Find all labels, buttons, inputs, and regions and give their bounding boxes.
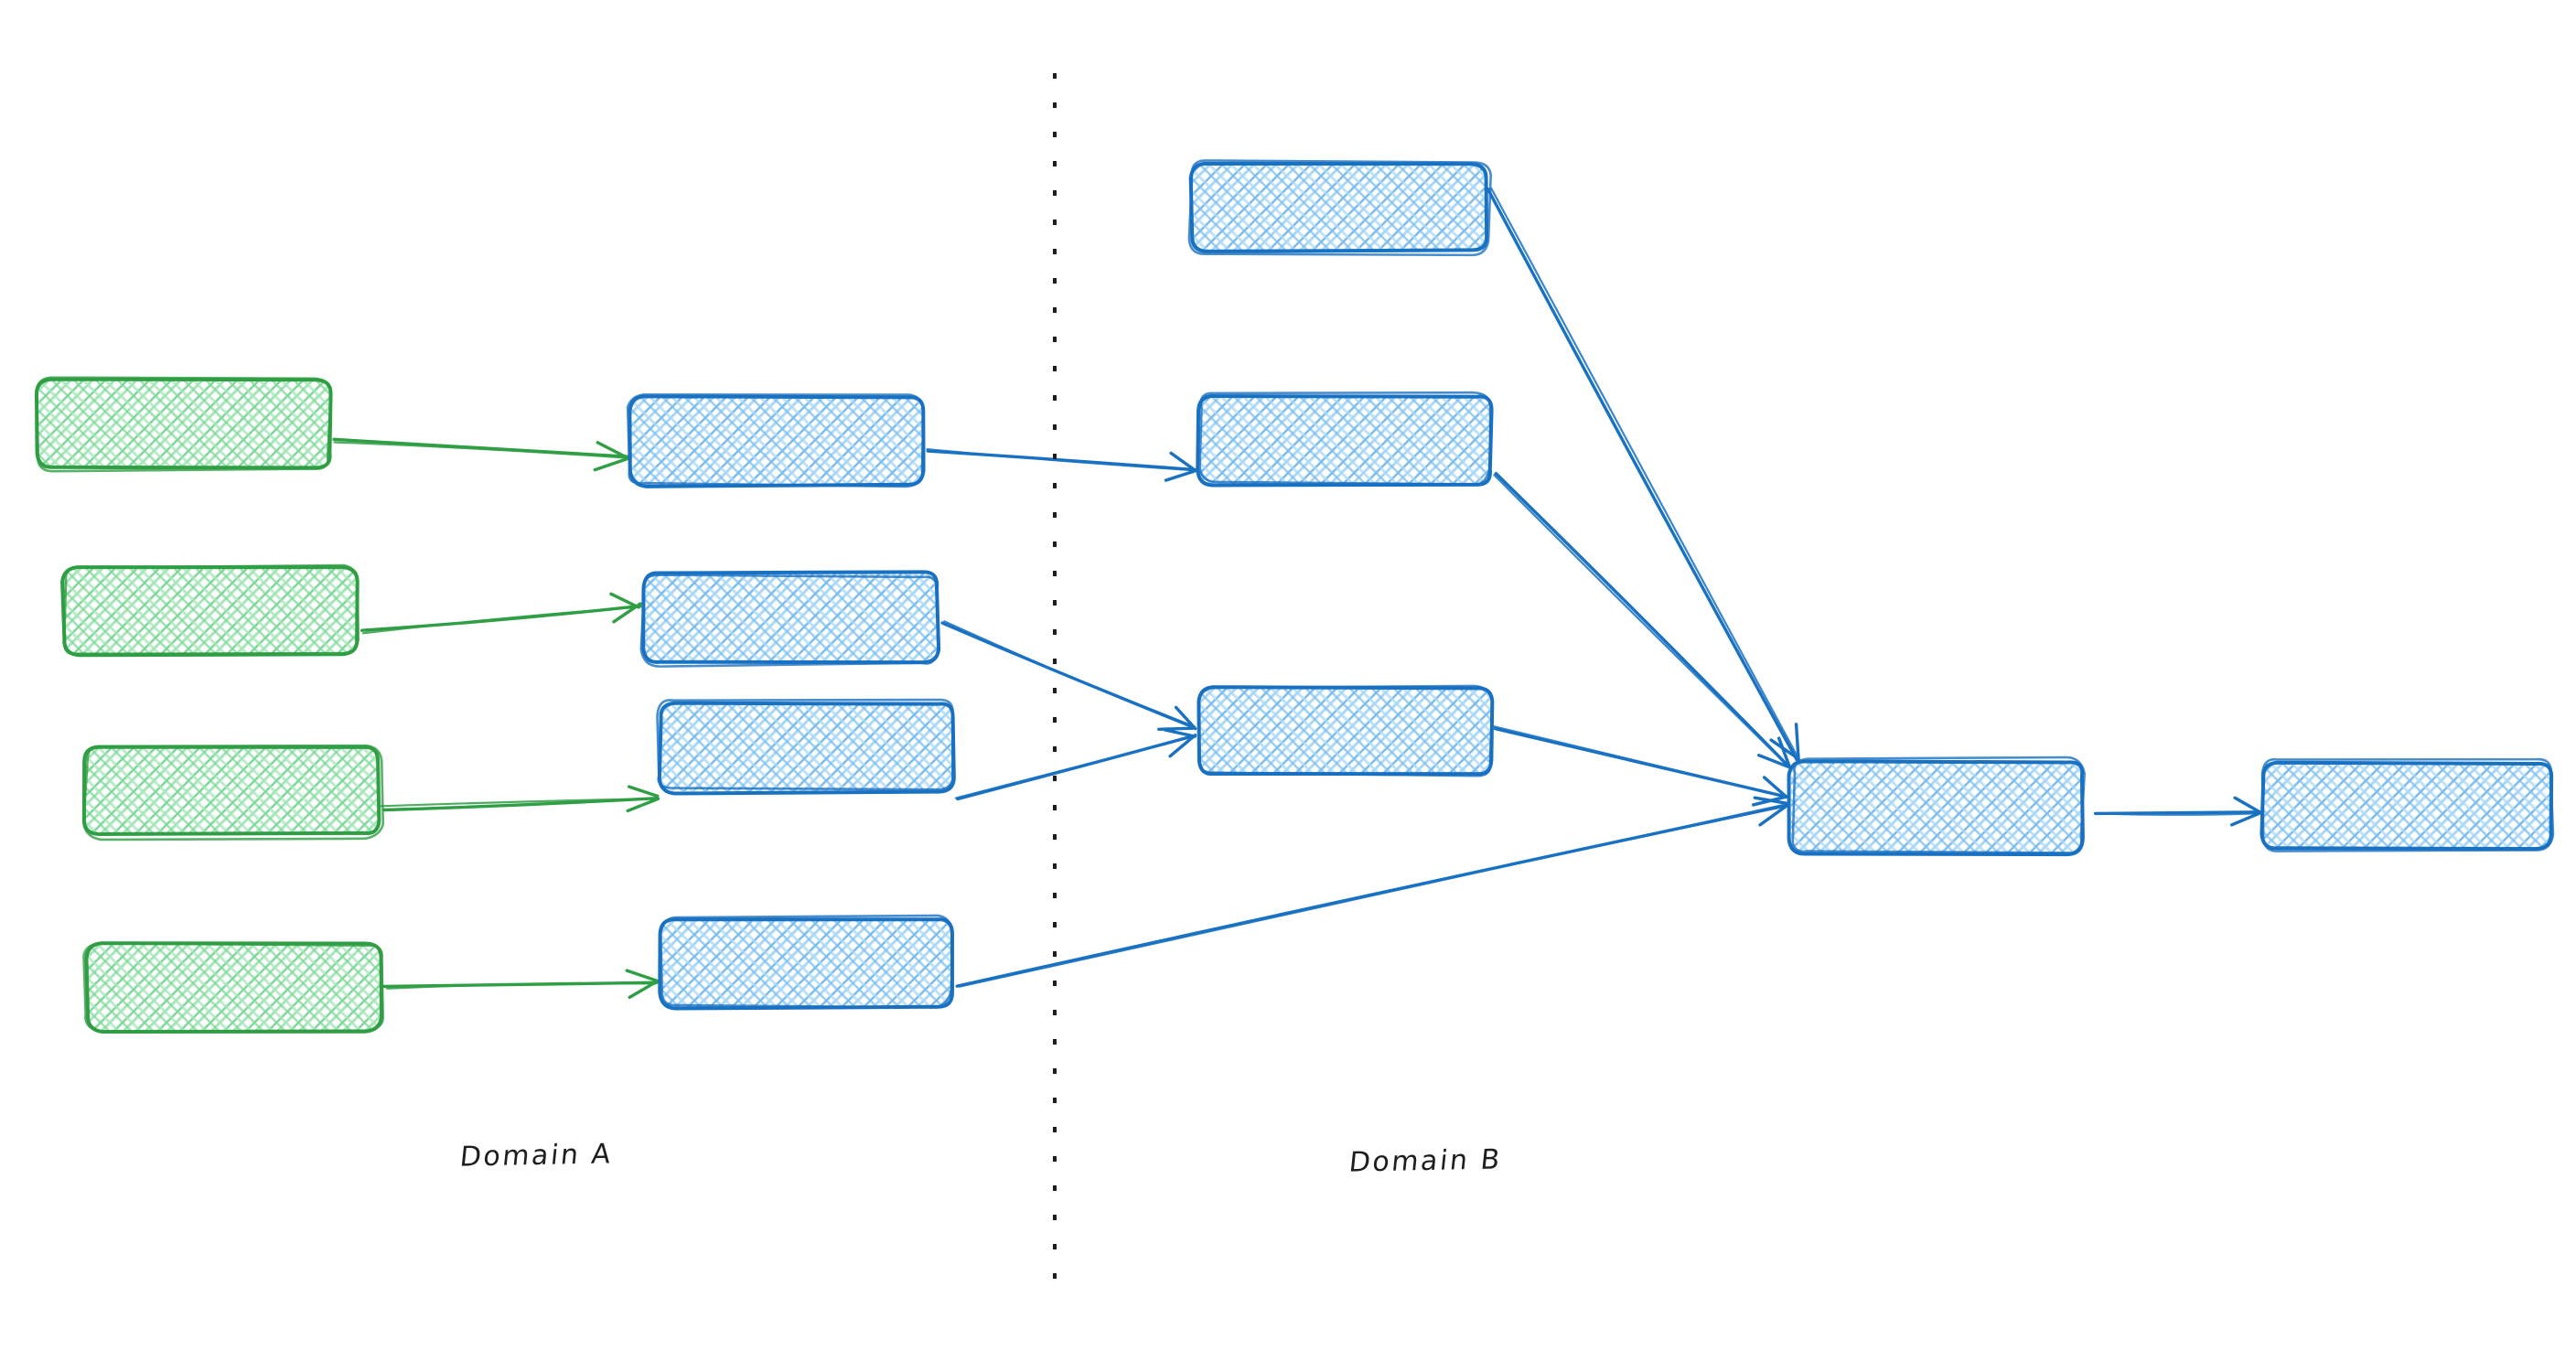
node-hit-a-mid-2[interactable] — [644, 573, 937, 662]
edge-e11[interactable] — [1491, 724, 1790, 807]
node-b-top[interactable] — [1187, 159, 1492, 257]
node-b-mid-2[interactable] — [1195, 682, 1495, 778]
node-hit-a-src-1[interactable] — [37, 380, 331, 468]
node-a-mid-2[interactable] — [639, 570, 941, 668]
node-hit-a-src-2[interactable] — [62, 566, 357, 655]
edge-e4[interactable] — [381, 969, 659, 1000]
node-fill — [644, 573, 937, 662]
node-fill — [1198, 686, 1491, 775]
edge-e6[interactable] — [940, 620, 1197, 731]
node-a-mid-1[interactable] — [626, 392, 927, 488]
label-domain-b: Domain B — [1347, 1143, 1504, 1179]
node-hit-b-hub[interactable] — [1791, 761, 2084, 852]
node-a-mid-3[interactable] — [656, 698, 957, 796]
node-a-src-3[interactable] — [80, 743, 385, 841]
node-fill — [84, 746, 379, 835]
node-fill — [1791, 761, 2084, 852]
node-a-src-1[interactable] — [33, 376, 335, 473]
node-fill — [630, 396, 923, 485]
edge-e5[interactable] — [926, 447, 1197, 482]
node-fill — [660, 702, 953, 791]
node-a-mid-4[interactable] — [657, 914, 957, 1012]
edge-e9[interactable] — [1486, 187, 1800, 762]
edge-layer — [332, 187, 2263, 1000]
node-hit-b-out[interactable] — [2264, 762, 2551, 849]
edge-e2[interactable] — [360, 592, 642, 635]
node-hit-a-mid-1[interactable] — [630, 396, 923, 485]
node-hit-a-mid-3[interactable] — [660, 702, 953, 791]
node-a-src-4[interactable] — [82, 938, 385, 1034]
node-hit-a-mid-4[interactable] — [660, 919, 953, 1008]
node-hit-b-mid-1[interactable] — [1198, 395, 1491, 484]
node-a-src-2[interactable] — [59, 563, 360, 659]
edge-e1[interactable] — [332, 437, 631, 472]
node-b-mid-1[interactable] — [1195, 391, 1495, 488]
node-fill — [2264, 762, 2551, 849]
node-b-hub[interactable] — [1787, 756, 2088, 857]
node-fill — [1198, 395, 1491, 484]
node-layer — [33, 159, 2555, 1034]
edge-e10[interactable] — [1493, 471, 1792, 769]
node-hit-b-mid-2[interactable] — [1198, 686, 1491, 775]
node-hit-a-src-3[interactable] — [84, 746, 379, 835]
edge-e7[interactable] — [954, 728, 1197, 801]
label-domain-a: Domain A — [458, 1138, 615, 1174]
edge-e3[interactable] — [380, 785, 660, 813]
node-fill — [660, 919, 953, 1008]
node-hit-a-src-4[interactable] — [87, 942, 381, 1031]
node-fill — [1192, 163, 1487, 252]
node-hit-b-top[interactable] — [1192, 163, 1487, 252]
node-b-out[interactable] — [2259, 757, 2555, 852]
edge-e8[interactable] — [955, 796, 1790, 988]
node-fill — [62, 566, 357, 655]
node-fill — [37, 380, 331, 468]
node-fill — [87, 942, 381, 1031]
edge-e12[interactable] — [2093, 796, 2263, 827]
